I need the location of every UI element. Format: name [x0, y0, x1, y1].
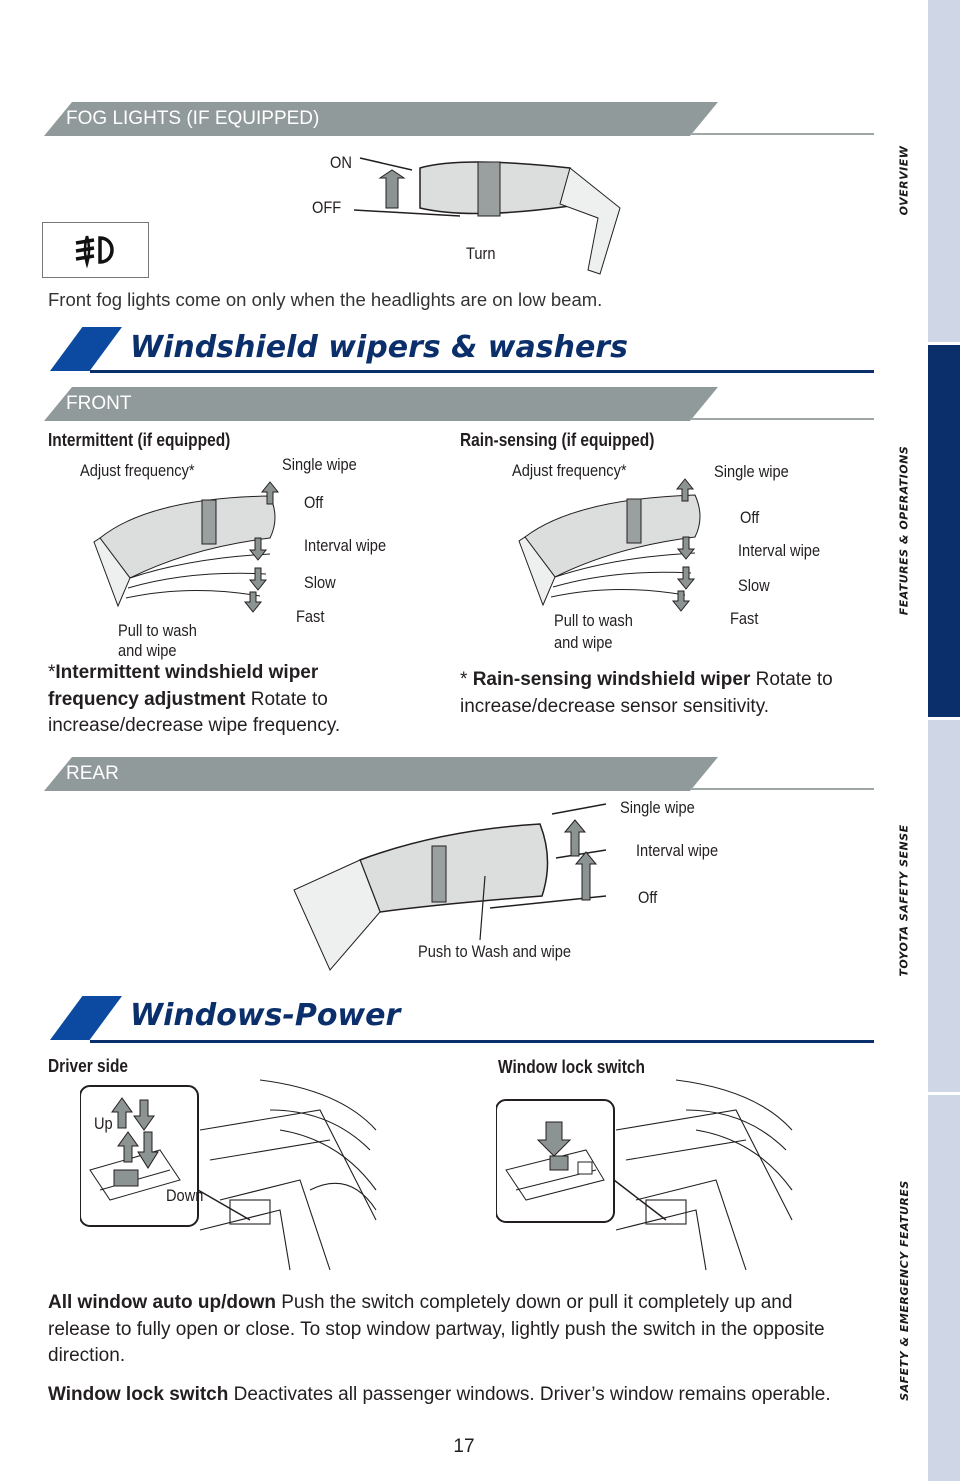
- rain-note-bold: Rain-sensing windshield wiper: [472, 669, 751, 690]
- driver-side-title: Driver side: [48, 1056, 129, 1076]
- tab-label-tss: TOYOTA SAFETY SENSE: [897, 823, 911, 977]
- tab-toyota-safety-sense[interactable]: [928, 720, 960, 1095]
- side-tab-strip: [928, 0, 960, 1484]
- fog-note: Front fog lights come on only when the h…: [48, 289, 603, 310]
- rear-wiper-figure: [293, 803, 607, 971]
- rear-single-label: Single wipe: [620, 798, 695, 817]
- wipers-title: Windshield wipers & washers: [130, 330, 628, 365]
- intermittent-note-star: *: [48, 662, 56, 683]
- window-up-label: Up: [94, 1114, 113, 1133]
- fog-header-rule: [690, 133, 874, 135]
- window-down-label: Down: [166, 1186, 204, 1205]
- tab-label-safety: SAFETY & EMERGENCY FEATURES: [897, 1179, 911, 1401]
- windows-title: Windows-Power: [130, 998, 401, 1033]
- intermittent-note-text: Rotate to increase/decrease wipe frequen…: [48, 688, 341, 737]
- rain-slow-label: Slow: [738, 576, 770, 595]
- intermittent-pull-label-2: and wipe: [118, 641, 177, 660]
- rain-interval-label: Interval wipe: [738, 541, 821, 560]
- lock-switch-text: Deactivates all passenger windows. Drive…: [228, 1384, 831, 1405]
- fog-on-label: ON: [330, 153, 352, 172]
- rain-single-label: Single wipe: [714, 462, 789, 481]
- rain-adjust-label: Adjust frequency*: [512, 461, 627, 480]
- auto-updown-paragraph: All window auto up/down Push the switch …: [48, 1290, 858, 1370]
- front-header: FRONT: [44, 387, 718, 421]
- window-lock-title: Window lock switch: [498, 1057, 645, 1077]
- intermittent-title: Intermittent (if equipped): [48, 430, 231, 450]
- windows-title-rule: [90, 1040, 874, 1043]
- fog-light-icon: [42, 222, 149, 278]
- rear-push-label: Push to Wash and wipe: [418, 942, 572, 961]
- rain-title: Rain-sensing (if equipped): [460, 430, 655, 450]
- front-header-rule: [690, 418, 874, 420]
- wipers-title-rule: [90, 370, 874, 373]
- rain-wiper-figure: [518, 478, 701, 612]
- tab-features-operations[interactable]: [928, 345, 960, 720]
- fog-lights-header: FOG LIGHTS (IF EQUIPPED): [44, 102, 718, 136]
- tab-safety-emergency[interactable]: [928, 1095, 960, 1484]
- windows-title-slant: [50, 996, 122, 1040]
- intermittent-interval-label: Interval wipe: [304, 536, 387, 555]
- rear-interval-label: Interval wipe: [636, 841, 719, 860]
- tab-overview[interactable]: [928, 0, 960, 345]
- fog-turn-label: Turn: [466, 244, 496, 263]
- lock-switch-bold: Window lock switch: [48, 1384, 229, 1405]
- intermittent-wiper-figure: [93, 481, 280, 613]
- rain-fast-label: Fast: [730, 609, 759, 628]
- tab-label-overview: OVERVIEW: [897, 145, 911, 215]
- intermittent-adjust-label: Adjust frequency*: [80, 461, 195, 480]
- rain-off-label: Off: [740, 508, 760, 527]
- rain-pull-label-1: Pull to wash: [554, 611, 633, 630]
- rain-note: * Rain-sensing windshield wiper Rotate t…: [460, 667, 880, 720]
- fog-switch-figure: [353, 157, 621, 275]
- fog-off-label: OFF: [312, 198, 342, 217]
- rain-note-star: *: [460, 669, 473, 690]
- rear-header: REAR: [44, 757, 718, 791]
- intermittent-single-label: Single wipe: [282, 455, 357, 474]
- rear-header-rule: [690, 788, 874, 790]
- intermittent-pull-label-1: Pull to wash: [118, 621, 197, 640]
- intermittent-slow-label: Slow: [304, 573, 336, 592]
- intermittent-note-bold: Intermittent windshield wiper frequency …: [48, 662, 319, 710]
- auto-updown-bold: All window auto up/down: [48, 1292, 276, 1313]
- window-lock-figure: [496, 1079, 793, 1271]
- rain-note-text: Rotate to increase/decrease sensor sensi…: [460, 669, 833, 717]
- lock-switch-paragraph: Window lock switch Deactivates all passe…: [48, 1382, 868, 1409]
- intermittent-off-label: Off: [304, 493, 324, 512]
- rear-off-label: Off: [638, 888, 658, 907]
- wipers-title-slant: [50, 327, 122, 371]
- driver-side-figure: [80, 1079, 377, 1271]
- rain-pull-label-2: and wipe: [554, 633, 613, 652]
- page-number: 17: [453, 1436, 475, 1457]
- intermittent-fast-label: Fast: [296, 607, 325, 626]
- intermittent-note: *Intermittent windshield wiper frequency…: [48, 660, 408, 740]
- auto-updown-text: Push the switch completely down or pull …: [48, 1292, 825, 1367]
- tab-label-features: FEATURES & OPERATIONS: [897, 445, 911, 615]
